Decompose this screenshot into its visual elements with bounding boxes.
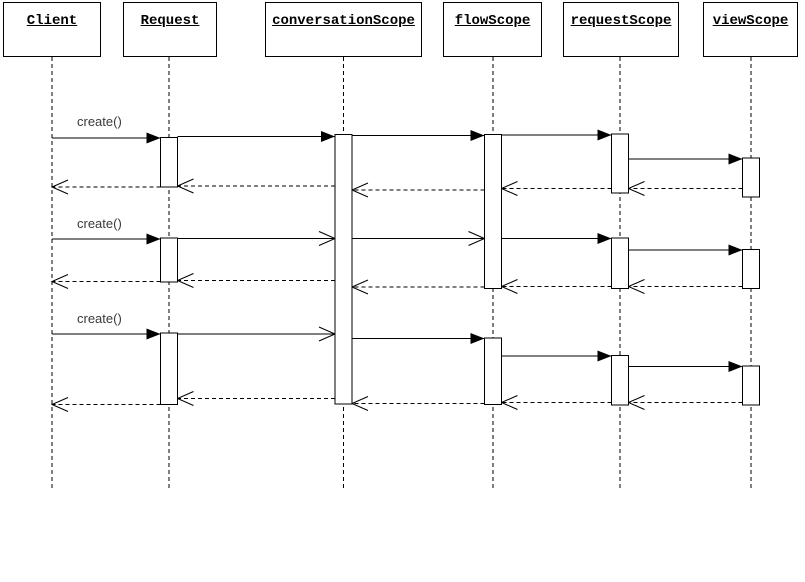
sequence-2-messages — [50, 231, 743, 295]
call-request-conversationscope-1 — [177, 131, 335, 142]
filled-arrowhead-icon — [470, 333, 485, 344]
activation-request-3 — [160, 332, 178, 405]
lifeline-label-requestscope: requestScope — [570, 13, 672, 29]
message-label-create-1: create() — [77, 114, 122, 129]
call-client-request-1 — [52, 132, 161, 144]
open-arrowhead-icon — [350, 396, 369, 411]
return-requestscope-flowscope-2 — [500, 279, 612, 294]
return-requestscope-flowscope-3 — [500, 395, 612, 410]
filled-arrowhead-icon — [597, 350, 612, 362]
return-viewscope-requestscope-2 — [627, 279, 743, 294]
call-request-conversationscope-2 — [177, 231, 337, 246]
call-flowscope-requestscope-1 — [501, 129, 612, 141]
activation-viewscope-1 — [742, 157, 760, 198]
lifeline-label-request: Request — [140, 13, 200, 29]
filled-arrowhead-icon — [728, 153, 743, 165]
filled-arrowhead-icon — [728, 361, 743, 372]
return-requestscope-flowscope-1 — [500, 181, 612, 196]
open-arrowhead-icon — [350, 182, 369, 198]
call-client-request-3 — [52, 328, 161, 340]
activation-viewscope-3 — [742, 365, 760, 406]
return-viewscope-requestscope-3 — [627, 395, 743, 410]
call-requestscope-viewscope-3 — [628, 361, 743, 372]
open-arrowhead-icon — [50, 274, 69, 289]
filled-arrowhead-icon — [597, 129, 612, 141]
filled-arrowhead-icon — [146, 328, 161, 340]
call-conversationscope-flowscope-2 — [352, 231, 486, 246]
lifelines — [51, 57, 752, 491]
lifeline-head-conversationscope: conversationScope — [265, 2, 422, 57]
lifeline-head-flowscope: flowScope — [443, 2, 542, 57]
activation-flowscope-2 — [484, 337, 502, 405]
return-flowscope-conversationscope-1 — [350, 182, 485, 198]
lifeline-label-flowscope: flowScope — [454, 13, 531, 29]
lifeline-label-conversationscope: conversationScope — [272, 13, 415, 29]
open-arrowhead-icon — [50, 179, 69, 195]
call-flowscope-requestscope-3 — [501, 350, 612, 362]
activation-conversationscope-1 — [334, 134, 353, 405]
return-conversationscope-request-1 — [176, 178, 335, 194]
sequence-1-messages — [50, 129, 743, 198]
call-client-request-2 — [52, 233, 161, 245]
filled-arrowhead-icon — [470, 130, 485, 141]
message-label-create-3: create() — [77, 311, 122, 326]
filled-arrowhead-icon — [146, 233, 161, 245]
filled-arrowhead-icon — [728, 244, 743, 256]
call-request-conversationscope-3 — [177, 326, 337, 342]
activation-flowscope-1 — [484, 134, 502, 289]
return-request-client-3 — [50, 397, 161, 412]
sequence-3-messages — [50, 326, 743, 412]
call-flowscope-requestscope-2 — [501, 233, 612, 244]
lifeline-head-request: Request — [123, 2, 217, 57]
call-conversationscope-flowscope-1 — [352, 130, 485, 141]
return-flowscope-conversationscope-3 — [350, 396, 485, 411]
call-conversationscope-flowscope-3 — [352, 333, 485, 344]
return-flowscope-conversationscope-2 — [350, 279, 485, 295]
activation-requestscope-3 — [611, 355, 629, 406]
activation-request-2 — [160, 237, 178, 283]
lifeline-head-requestscope: requestScope — [563, 2, 679, 57]
lifeline-head-client: Client — [3, 2, 101, 57]
open-arrowhead-icon — [50, 397, 69, 412]
lifeline-label-client: Client — [26, 13, 78, 29]
return-request-client-1 — [50, 179, 161, 195]
filled-arrowhead-icon — [146, 132, 161, 144]
activation-bars — [160, 133, 760, 406]
activation-requestscope-1 — [611, 133, 629, 194]
activation-viewscope-2 — [742, 249, 760, 289]
lifeline-head-viewscope: viewScope — [703, 2, 798, 57]
call-requestscope-viewscope-1 — [628, 153, 743, 165]
filled-arrowhead-icon — [597, 233, 612, 244]
return-conversationscope-request-3 — [176, 391, 335, 406]
filled-arrowhead-icon — [321, 131, 335, 142]
return-viewscope-requestscope-1 — [627, 181, 743, 196]
return-request-client-2 — [50, 274, 161, 289]
open-arrowhead-icon — [350, 279, 369, 295]
message-label-create-2: create() — [77, 216, 122, 231]
call-requestscope-viewscope-2 — [628, 244, 743, 256]
return-conversationscope-request-2 — [176, 273, 335, 288]
activation-requestscope-2 — [611, 237, 629, 289]
activation-request-1 — [160, 137, 178, 188]
lifeline-label-viewscope: viewScope — [712, 13, 789, 29]
